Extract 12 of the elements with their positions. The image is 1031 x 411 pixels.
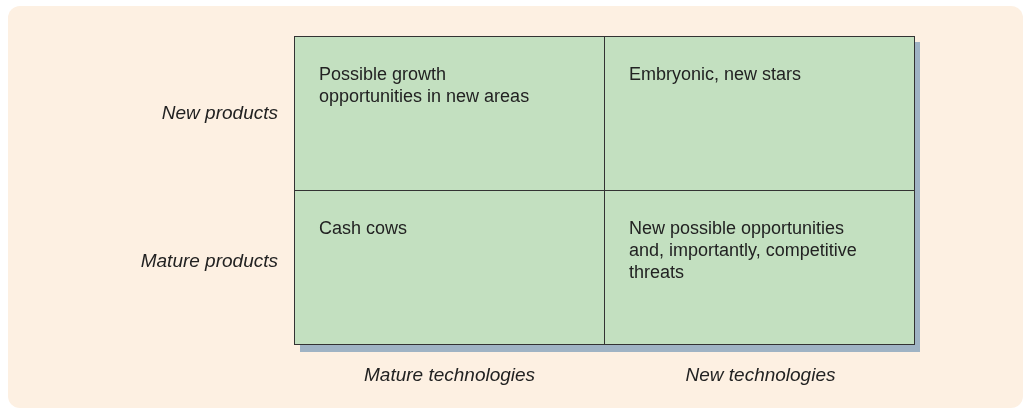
matrix-cell xyxy=(604,36,915,191)
cell-text: Cash cows xyxy=(319,217,409,239)
cell-text: New possible opportunities and, importantly, competitive threats xyxy=(629,217,858,283)
matrix-cell xyxy=(294,190,605,345)
row-label: New products xyxy=(161,102,278,124)
column-label: Mature technologies xyxy=(364,364,536,386)
matrix-cell xyxy=(604,190,915,345)
matrix-cell xyxy=(294,36,605,191)
cell-text: Possible growth opportunities in new areas xyxy=(319,63,531,107)
cell-text: Embryonic, new stars xyxy=(629,63,803,85)
column-label: New technologies xyxy=(685,364,836,386)
row-label: Mature products xyxy=(140,250,278,272)
